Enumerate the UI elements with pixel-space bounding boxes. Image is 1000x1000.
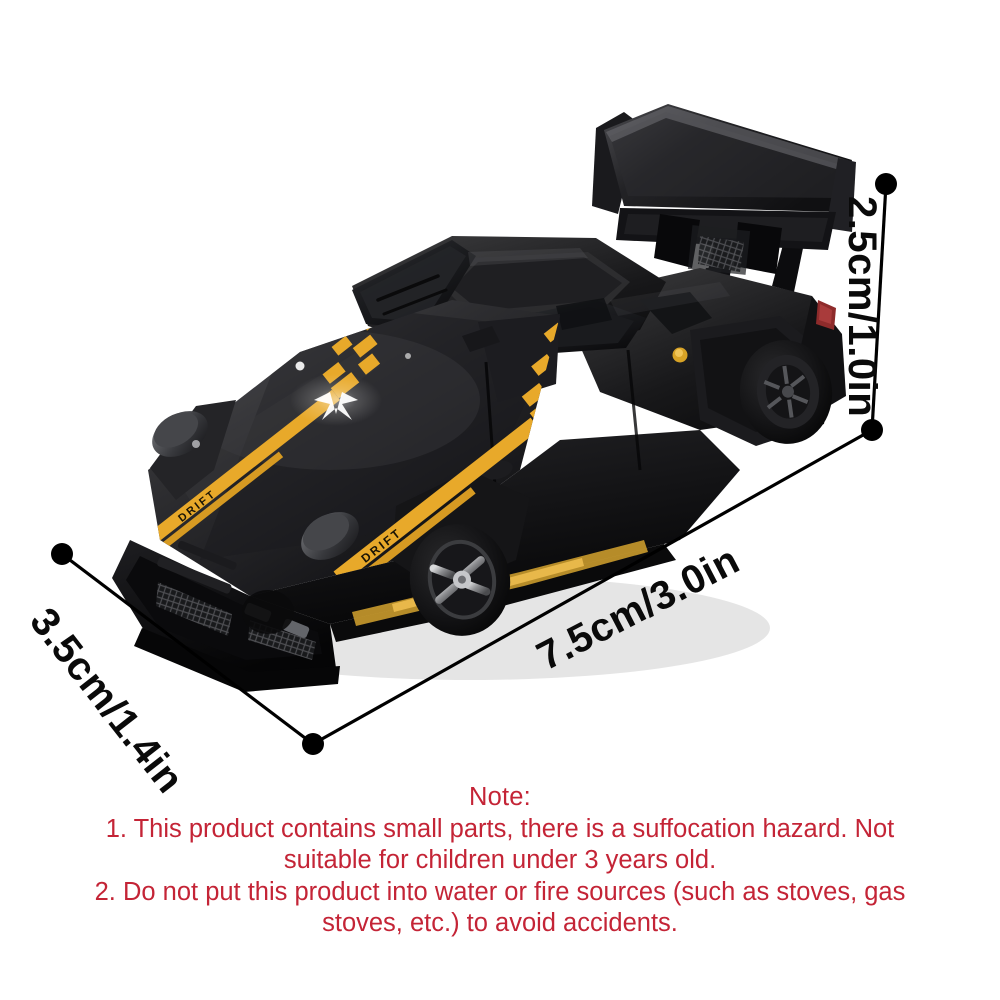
rear-wing [592, 104, 856, 322]
note-line-1: 1. This product contains small parts, th… [105, 814, 895, 843]
warning-note-block: Note: 1. This product contains small par… [0, 782, 1000, 940]
note-line-4: stoves, etc.) to avoid accidents. [322, 909, 678, 937]
hood-sparkle [314, 392, 358, 420]
note-title: Note: [469, 783, 531, 811]
height-dimension-label: 2.5cm/1.0in [840, 196, 884, 418]
side-mirror [462, 326, 500, 352]
note-line-3: 2. Do not put this product into water or… [94, 877, 906, 906]
note-line-2: suitable for children under 3 years old. [283, 846, 717, 874]
